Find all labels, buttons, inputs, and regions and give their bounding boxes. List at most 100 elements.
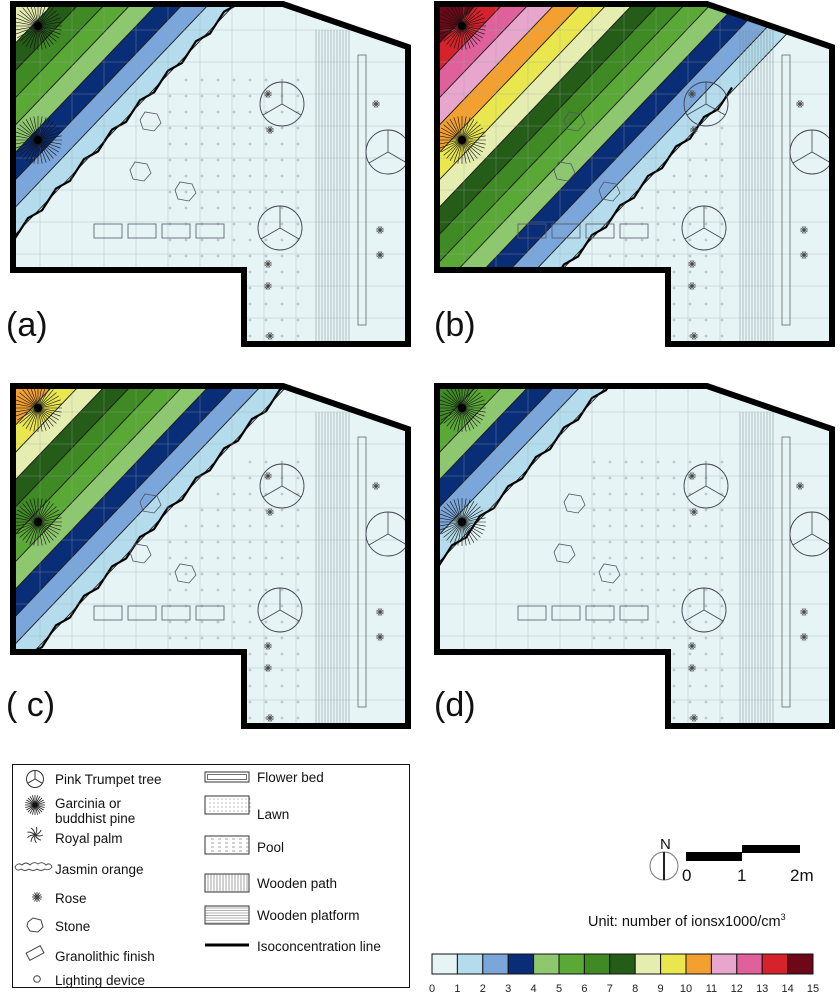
plan-panel-c <box>10 383 411 729</box>
pink-trumpet-tree <box>257 205 303 251</box>
plan-panel-d <box>434 383 835 729</box>
colorbar-swatch <box>431 953 458 975</box>
pool-icon <box>204 835 250 855</box>
rose <box>690 332 698 340</box>
wooden-path-icon <box>204 873 250 893</box>
unit-label: Unit: number of ionsx1000/cm3 <box>588 912 786 930</box>
legend-label-lawn: Lawn <box>257 807 290 822</box>
unit-label-text: Unit: number of ionsx1000/cm <box>588 913 781 930</box>
rose <box>796 100 804 108</box>
pink-trumpet-tree <box>259 463 305 509</box>
legend-label-garcinia: Garcinia or buddhist pine <box>55 796 136 826</box>
pink-trumpet-tree-icon <box>26 770 44 788</box>
colorbar-swatch <box>634 953 662 975</box>
rose <box>688 260 696 268</box>
rose <box>264 282 272 290</box>
legend-label-isoconcentration: Isoconcentration line <box>257 939 381 954</box>
legend-icons <box>14 770 251 983</box>
legend-label-rose: Rose <box>55 891 87 906</box>
colorbar-swatch <box>685 953 712 975</box>
rose <box>376 608 384 616</box>
pink-trumpet-tree <box>789 511 832 557</box>
colorbar-tick-label: 11 <box>706 983 717 995</box>
colorbar-swatch <box>710 953 738 975</box>
panel-label-b: (b) <box>434 306 476 344</box>
colorbar-swatch <box>736 953 763 975</box>
colorbar-swatch <box>609 953 636 975</box>
rose <box>376 226 384 234</box>
pink-trumpet-tree <box>789 129 832 175</box>
rose <box>376 633 384 641</box>
rose <box>800 226 808 234</box>
rose <box>372 482 380 490</box>
colorbar-tick-label: 14 <box>781 983 793 995</box>
colorbar-swatch <box>761 953 789 975</box>
colorbar-tick-label: 1 <box>454 983 460 995</box>
legend-label-lighting: Lighting device <box>55 973 146 988</box>
plan-panel-b <box>434 1 835 347</box>
rose <box>688 90 696 98</box>
panel-label-a: (a) <box>6 306 48 344</box>
colorbar-tick-label: 2 <box>480 983 486 995</box>
legend-label-jasmin: Jasmin orange <box>55 862 144 877</box>
pink-trumpet-tree <box>683 463 729 509</box>
lawn-icon <box>204 795 251 815</box>
colorbar-swatch <box>507 953 535 975</box>
legend-label-pink-trumpet: Pink Trumpet tree <box>55 772 162 787</box>
rose <box>264 664 272 672</box>
colorbar-swatch <box>787 953 814 975</box>
colorbar-tick-label: 9 <box>658 983 664 995</box>
garcinia-pine-icon <box>25 795 45 815</box>
rose <box>690 714 698 722</box>
colorbar-tick-label: 5 <box>556 983 562 995</box>
north-label: N <box>660 836 671 853</box>
flower-bed-icon <box>204 771 250 783</box>
rose <box>688 472 696 480</box>
site-boundary <box>434 383 835 729</box>
garcinia-tree <box>14 498 62 546</box>
rose-icon <box>32 892 42 902</box>
garcinia-tree <box>14 384 62 432</box>
colorbar-tick-label: 12 <box>731 983 743 995</box>
garcinia-tree <box>438 498 486 546</box>
rose <box>800 633 808 641</box>
colorbar-swatch <box>456 953 484 975</box>
rose <box>688 282 696 290</box>
pink-trumpet-tree <box>365 511 408 557</box>
garcinia-tree <box>14 2 62 50</box>
colorbar-tick-label: 4 <box>531 983 537 995</box>
rose <box>688 664 696 672</box>
scale-label-0: 0 <box>682 866 692 885</box>
colorbar-tick-label: 3 <box>505 983 511 995</box>
rose <box>690 508 698 516</box>
isoconcentration-line <box>437 86 733 344</box>
pink-trumpet-tree <box>681 205 727 251</box>
isoconcentration-line <box>13 4 309 249</box>
colorbar-swatch <box>482 953 509 975</box>
rose <box>264 642 272 650</box>
panel-label-d: (d) <box>434 686 476 724</box>
colorbar-swatch <box>558 953 585 975</box>
legend-label-flower-bed: Flower bed <box>257 770 324 785</box>
legend-label-wooden-path: Wooden path <box>257 876 338 891</box>
site-boundary <box>10 1 411 347</box>
unit-label-superscript: 3 <box>780 912 786 922</box>
site-boundary <box>10 383 411 729</box>
rose <box>266 508 274 516</box>
scale-label-1: 1 <box>737 866 747 885</box>
pink-trumpet-tree <box>683 81 729 127</box>
pink-trumpet-tree <box>365 129 408 175</box>
rose <box>372 100 380 108</box>
colorbar-tick-label: 0 <box>429 983 435 995</box>
scale-label-2m: 2m <box>790 866 814 885</box>
colorbar-swatch <box>533 953 560 975</box>
scale-bar <box>686 845 800 861</box>
garcinia-tree <box>14 116 62 164</box>
colorbar-tick-label: 10 <box>680 983 692 995</box>
royal-palm-icon <box>27 826 44 844</box>
rose <box>800 251 808 259</box>
rose <box>376 251 384 259</box>
colorbar-tick-label: 7 <box>607 983 613 995</box>
isoconcentration-line <box>437 386 733 576</box>
